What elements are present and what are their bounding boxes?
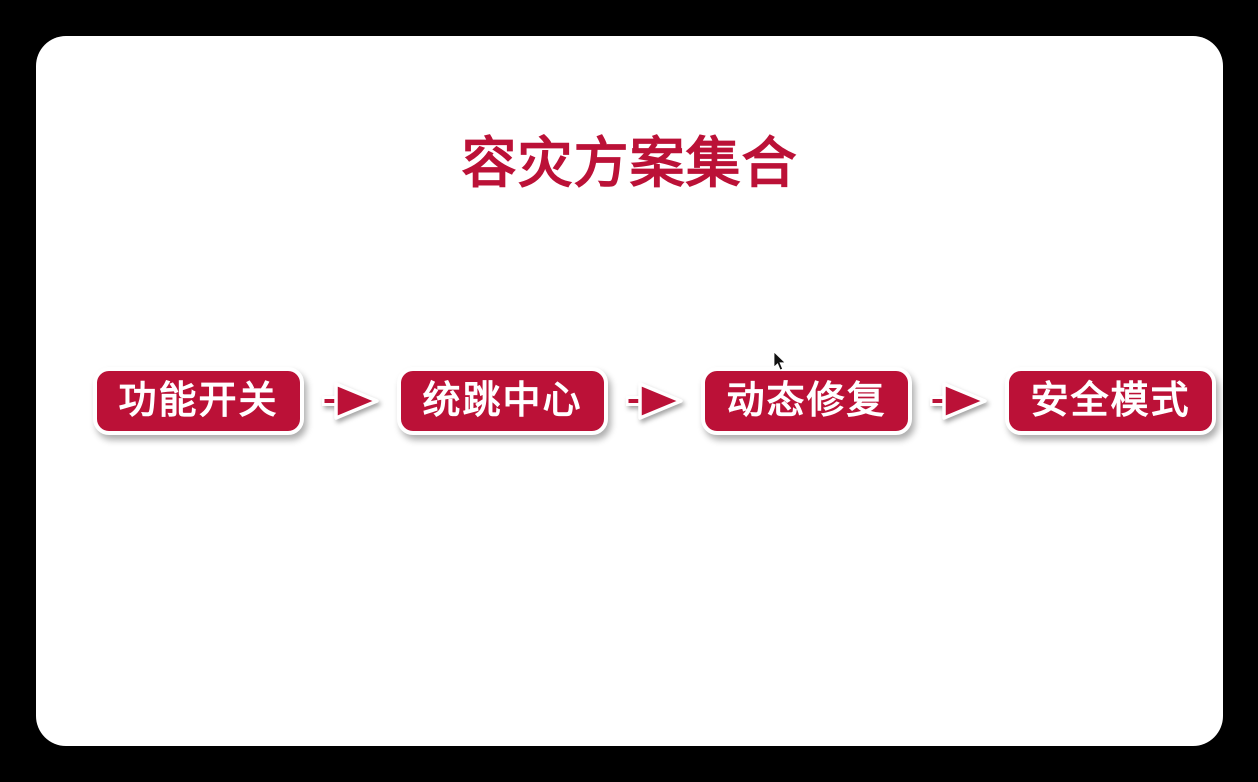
- flow-step-label: 安全模式: [1030, 380, 1191, 422]
- flow-arrow-icon: [929, 382, 987, 420]
- flow-step-safe-mode: 安全模式: [1005, 367, 1216, 435]
- flow-connector: [912, 381, 1005, 421]
- flow-connector: [304, 381, 397, 421]
- slide-title: 容灾方案集合: [461, 132, 798, 194]
- flow-step-label: 统跳中心: [422, 380, 583, 422]
- flow-step-label: 功能开关: [118, 380, 279, 422]
- flow-connector: [608, 381, 701, 421]
- flow-step-label: 动态修复: [726, 380, 887, 422]
- slide[interactable]: 容灾方案集合 功能开关 统跳中心 动态修复: [36, 36, 1223, 746]
- flow-step-jump-center: 统跳中心: [397, 367, 608, 435]
- flow-step-dynamic-fix: 动态修复: [701, 367, 912, 435]
- flow-arrow-icon: [321, 382, 379, 420]
- flow-diagram: 功能开关 统跳中心 动态修复: [93, 367, 1216, 435]
- mouse-cursor-icon: [773, 352, 786, 371]
- flow-step-feature-switch: 功能开关: [93, 367, 304, 435]
- flow-arrow-icon: [625, 382, 683, 420]
